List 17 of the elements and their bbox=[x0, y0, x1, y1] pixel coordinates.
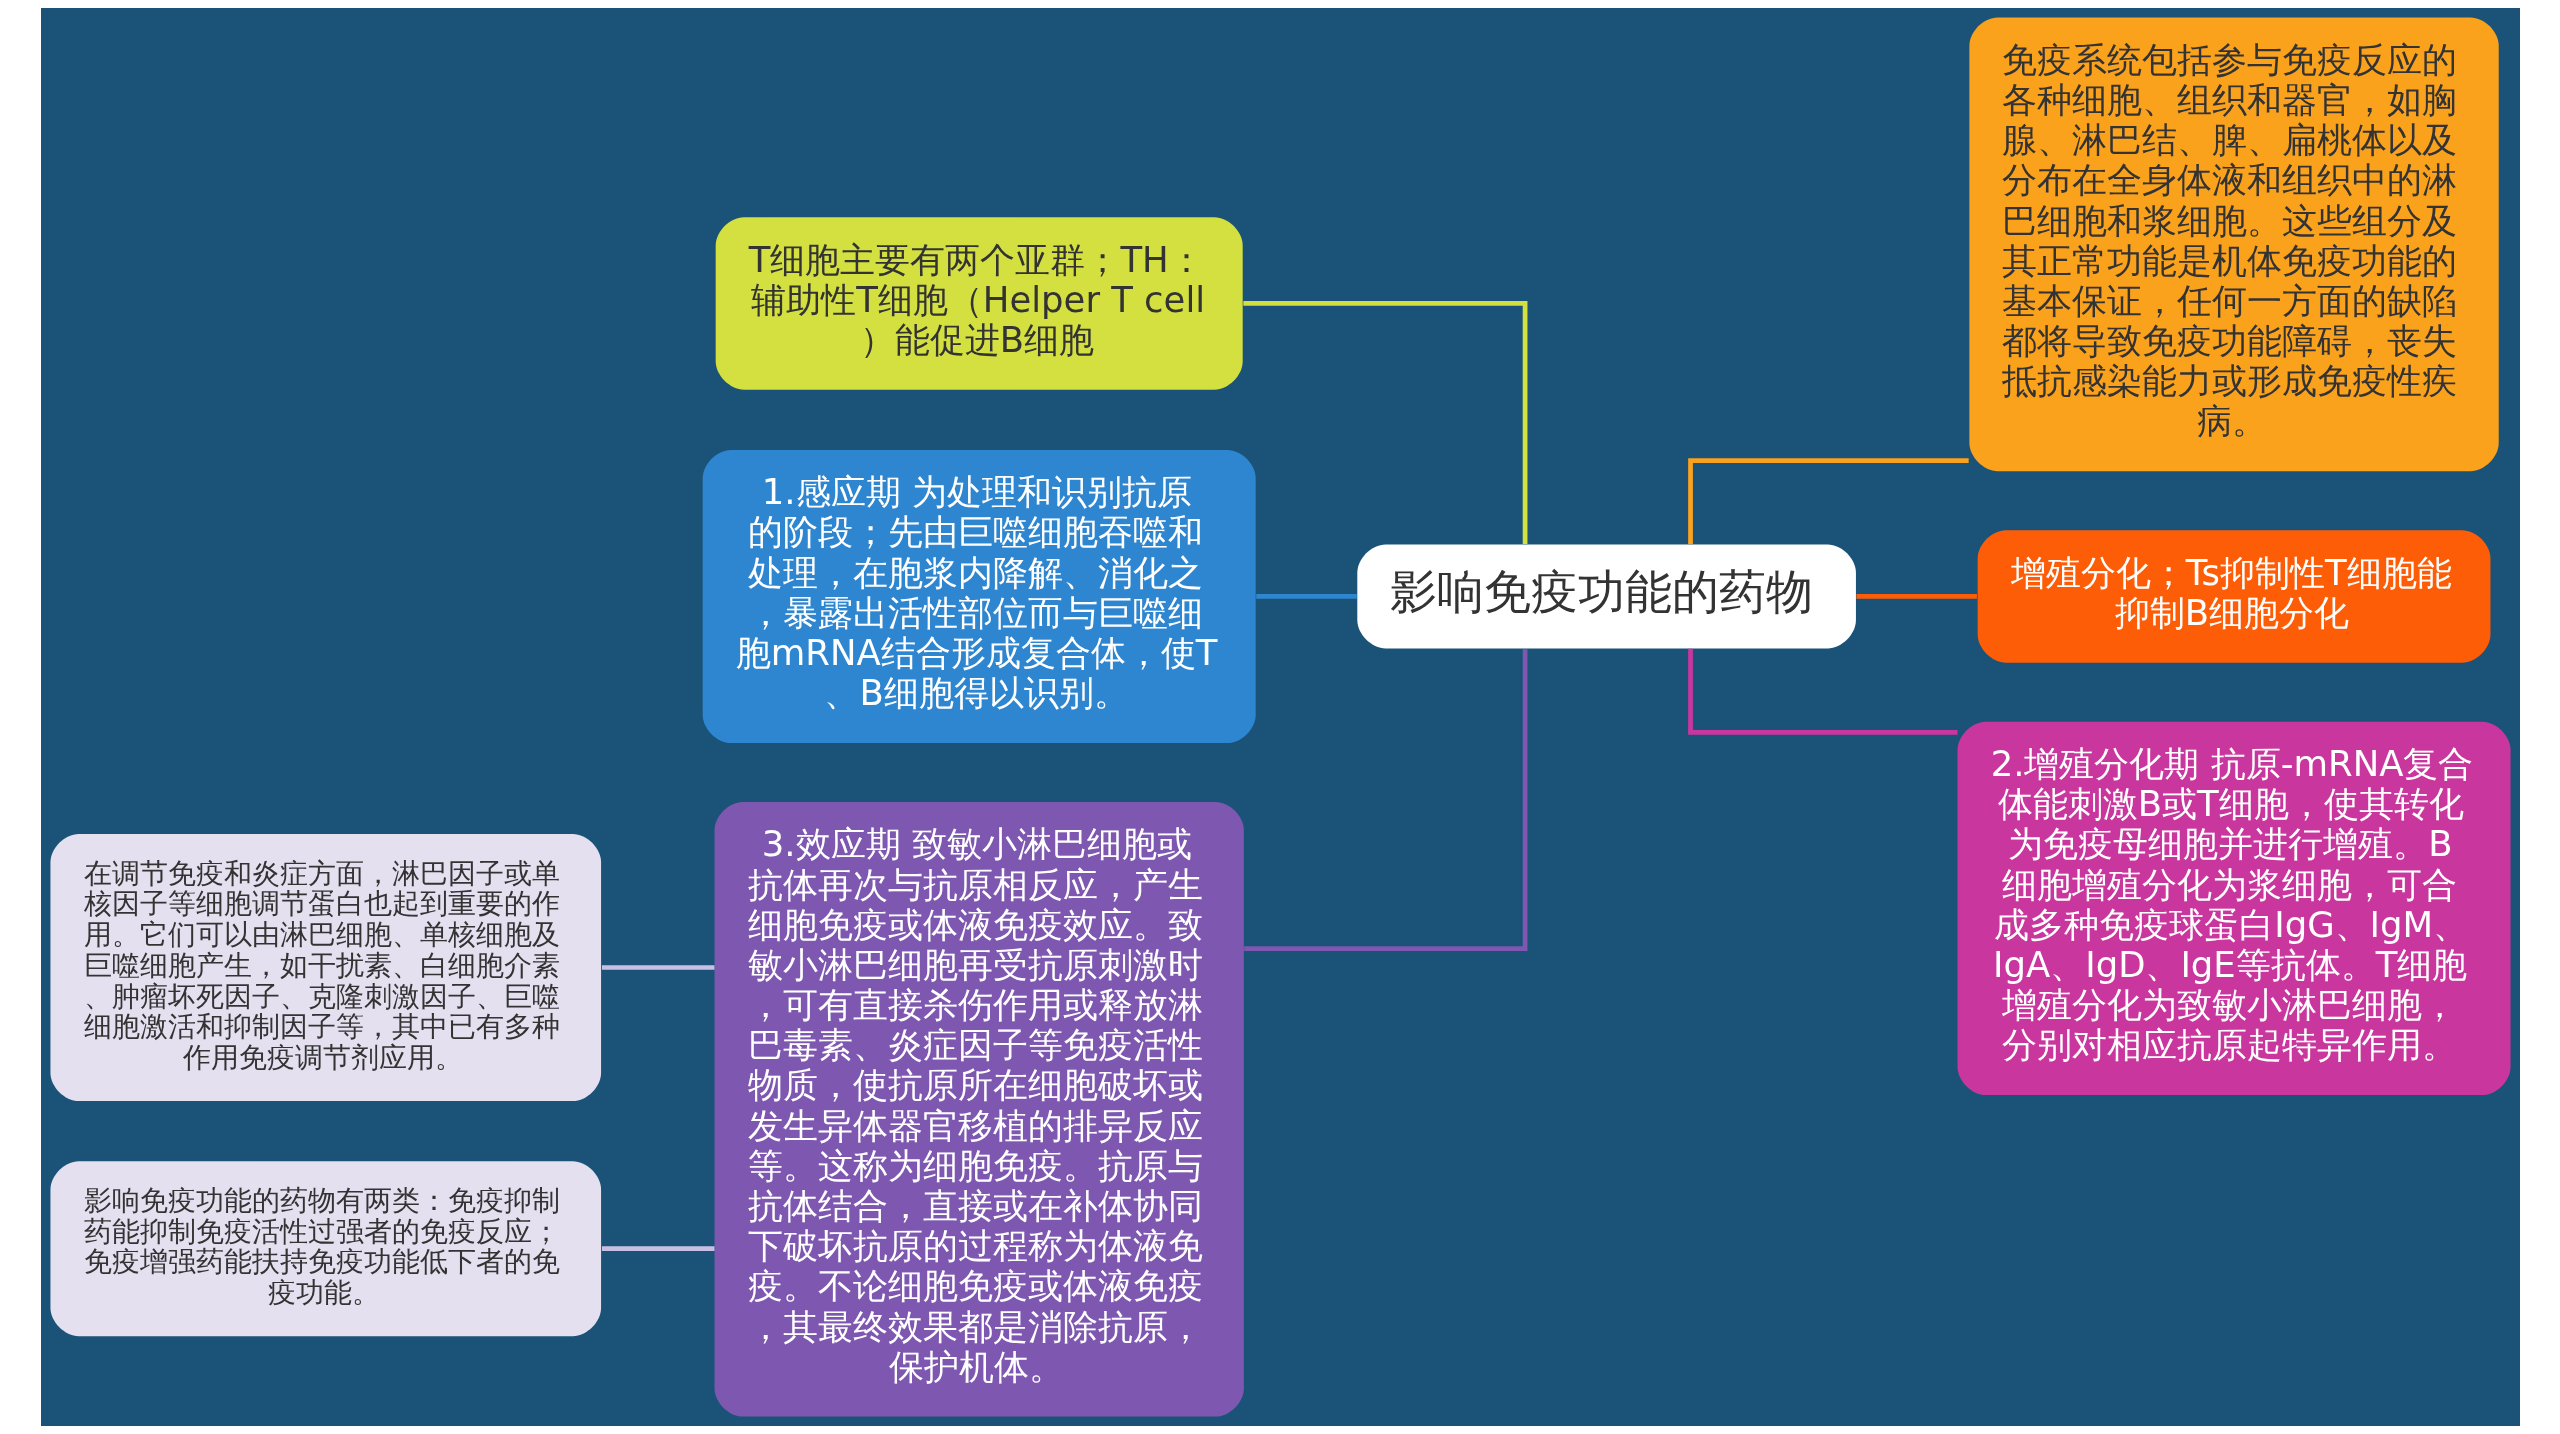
node-box: 增殖分化；Ts抑制性T细胞能抑制B细胞分化 bbox=[1977, 530, 2490, 663]
node-box: 3.效应期 致敏小淋巴细胞或抗体再次与抗原相反应，产生细胞免疫或体液免疫效应。致敏小淋巴细胞再受抗原刺激时，可有直接杀伤作用或释放淋巴毒素、炎症因子等免疫活性物质，使抗原所在细胞破坏或发生异体器官移植的排异反应等。这称为细胞免疫。抗原与抗体结合，直接或在补体协同下破坏抗原的过程称为体液免疫。不论细胞免疫或体液免疫，其最终效果都是消除抗原，保护机体。 bbox=[714, 802, 1244, 1417]
connector bbox=[1687, 648, 1957, 735]
node-box: 影响免疫功能的药物 bbox=[1356, 544, 1856, 649]
node-box: 在调节免疫和炎症方面，淋巴因子或单核因子等细胞调节蛋白也起到重要的作用。它们可以由淋巴细胞、单核细胞及巨噬细胞产生，如干扰素、白细胞介素、肿瘤坏死因子、克隆刺激因子、巨噬细胞激活和抑制因子等，其中已有多种作用免疫调节剂应用。 bbox=[49, 834, 601, 1101]
node-box: 免疫系统包括参与免疫反应的各种细胞、组织和器官，如胸腺、淋巴结、脾、扁桃体以及分布在全身体液和组织中的淋巴细胞和浆细胞。这些组分及其正常功能是机体免疫功能的基本保证，任何一方面的缺陷都将导致免疫功能障碍，丧失抵抗感染能力或形成免疫性疾病。 bbox=[1968, 17, 2499, 472]
node-box: 影响免疫功能的药物有两类：免疫抑制药能抑制免疫活性过强者的免疫反应；免疫增强药能扶持免疫功能低下者的免疫功能。 bbox=[49, 1161, 601, 1337]
node-box: 2.增殖分化期 抗原-mRNA复合体能刺激B或T细胞，使其转化为免疫母细胞并进行增殖。B细胞增殖分化为浆细胞，可合成多种免疫球蛋白IgG、IgM、IgA、IgD、IgE等抗体。T细胞增殖分化为致敏小淋巴细胞，分别对相应抗原起特异作用。 bbox=[1957, 721, 2511, 1096]
connector bbox=[601, 965, 714, 970]
connector bbox=[1255, 594, 1357, 599]
node-box: 1.感应期 为处理和识别抗原的阶段；先由巨噬细胞吞噬和处理，在胞浆内降解、消化之，暴露出活性部位而与巨噬细胞mRNA结合形成复合体，使T、B细胞得以识别。 bbox=[702, 449, 1256, 743]
connector bbox=[1687, 458, 1969, 545]
connector bbox=[1242, 301, 1527, 545]
connector bbox=[1855, 594, 1977, 599]
connector bbox=[601, 1246, 714, 1252]
node-box: T细胞主要有两个亚群；TH：辅助性T细胞（Helper T cell）能促进B细胞 bbox=[715, 217, 1243, 390]
connector bbox=[1243, 649, 1527, 951]
